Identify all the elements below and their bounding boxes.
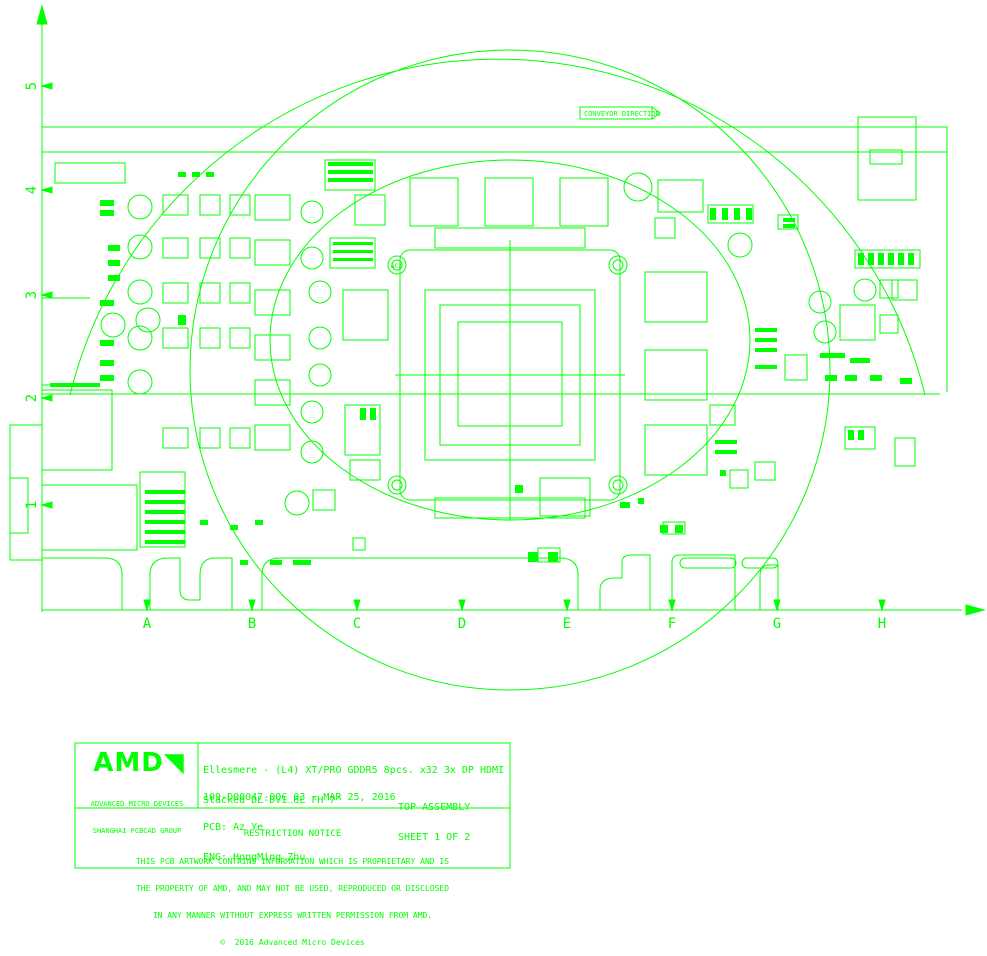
restriction-notice: RESTRICTION NOTICE THIS PCB ARTWORK CONT… <box>76 812 509 956</box>
slot-2 <box>741 557 779 569</box>
medium-circle <box>189 49 831 691</box>
row-label-1: 1 <box>24 501 40 509</box>
row-label-4: 4 <box>24 186 40 194</box>
col-label-g: G <box>773 616 781 632</box>
engineer: ENG: HongMing Zhu <box>203 852 306 863</box>
col-label-e: E <box>563 616 571 632</box>
title-block-border <box>74 742 511 869</box>
y-axis-ticks <box>40 82 53 509</box>
top-rail <box>41 126 948 153</box>
mount-hole-bl <box>387 475 407 495</box>
company-name: ADVANCED MICRO DEVICES SHANGHAI PCBCAD G… <box>78 782 196 845</box>
y-axis-arrow <box>36 4 48 25</box>
passive-components <box>50 162 914 565</box>
amd-arrow-icon: ◥ <box>163 748 185 778</box>
sheet-info: TOP ASSEMBLY SHEET 1 OF 2 <box>398 783 470 853</box>
notice-line-1: THIS PCB ARTWORK CONTAINS INFORMATION WH… <box>135 857 450 866</box>
axes: A B C D E F G H 1 2 3 4 5 <box>24 4 986 632</box>
mount-hole-br <box>608 475 628 495</box>
bracket-block <box>857 116 917 201</box>
notice-line-2: THE PROPERTY OF AMD, AND MAY NOT BE USED… <box>135 884 450 893</box>
part-info: 109-D00047-00C_03 - MAR 25, 2016 PCB: Az… <box>203 773 396 873</box>
column-labels: A B C D E F G H <box>143 616 886 632</box>
board-description: Ellesmere - (L4) XT/PRO GDDR5 8pcs. x32 … <box>203 746 504 816</box>
vrm-section <box>100 159 381 551</box>
conveyor-box <box>579 106 653 120</box>
col-label-a: A <box>143 616 152 632</box>
copyright-text: 2016 Advanced Micro Devices <box>234 938 365 947</box>
col-label-d: D <box>458 616 466 632</box>
notice-title: RESTRICTION NOTICE <box>243 829 342 839</box>
mount-hole-tl <box>387 255 407 275</box>
desc-line-2: Stacked DL-DVI 6L FH 7' <box>203 795 342 806</box>
sheet-number: SHEET 1 OF 2 <box>398 832 471 843</box>
slot-1 <box>679 557 737 569</box>
board-outline: CONVEYOR DIRECTION <box>9 106 948 610</box>
col-label-h: H <box>878 616 886 632</box>
desc-line-1: Ellesmere - (L4) XT/PRO GDDR5 8pcs. x32 … <box>203 765 505 776</box>
copyright: © 2016 Advanced Micro Devices <box>76 938 509 947</box>
mount-hole-tr <box>608 255 628 275</box>
company-line-1: ADVANCED MICRO DEVICES <box>90 800 184 808</box>
assembly-title: TOP ASSEMBLY <box>398 802 471 813</box>
x-axis-arrow <box>965 604 986 616</box>
pcb-assembly-drawing: A B C D E F G H 1 2 3 4 5 <box>9 4 986 869</box>
row-label-2: 2 <box>24 394 40 402</box>
keepout-arcs <box>42 49 940 691</box>
copyright-icon: © <box>220 938 226 947</box>
company-line-2: SHANGHAI PCBCAD GROUP <box>92 827 182 835</box>
mount-label-nc2: NC2 <box>391 263 402 270</box>
amd-logo-text: AMD <box>93 748 164 778</box>
conveyor-label: CONVEYOR DIRECTION <box>584 110 660 118</box>
io-bracket <box>9 424 43 561</box>
title-block <box>74 742 511 869</box>
large-arc <box>69 58 926 396</box>
row-label-5: 5 <box>24 82 40 90</box>
memory-chips <box>342 177 708 517</box>
pcb-designer: PCB: Az Ye <box>203 822 264 833</box>
col-label-c: C <box>353 616 361 632</box>
gpu-frame <box>399 249 621 501</box>
col-label-b: B <box>248 616 256 632</box>
col-label-f: F <box>668 616 676 632</box>
x-axis-ticks <box>143 599 886 612</box>
gpu-area: NC2 <box>387 227 628 520</box>
notice-line-3: IN ANY MANNER WITHOUT EXPRESS WRITTEN PE… <box>152 911 433 920</box>
bottom-edge <box>42 554 779 610</box>
row-labels: 1 2 3 4 5 <box>24 82 40 509</box>
part-number: 109-D00047-00C_03 - MAR 25, 2016 <box>203 792 396 803</box>
row-label-3: 3 <box>24 291 40 299</box>
amd-logo: AMD◥ <box>80 750 198 776</box>
